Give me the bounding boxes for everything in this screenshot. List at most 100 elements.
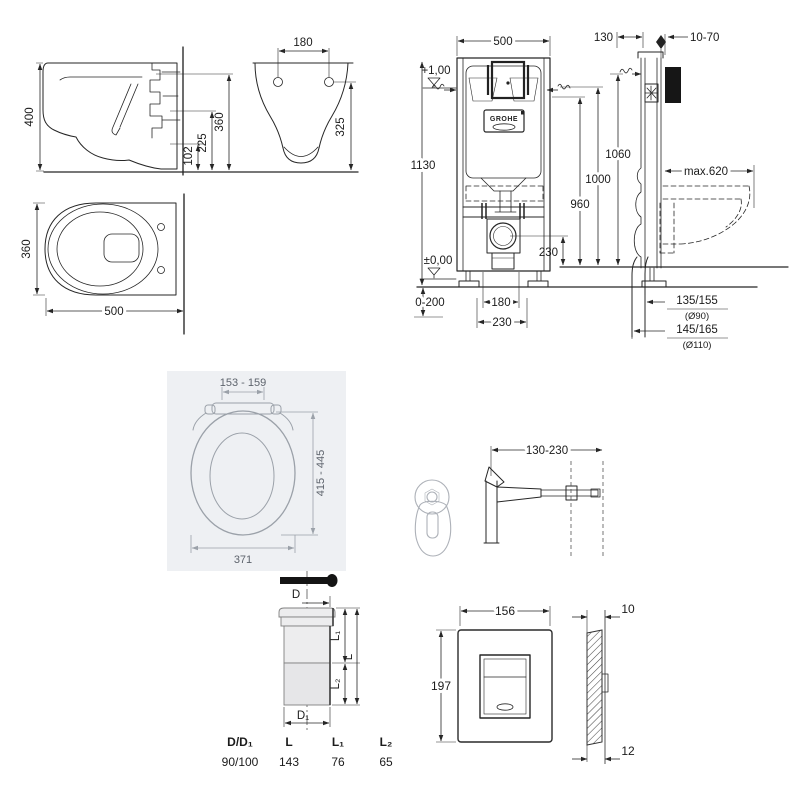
dim-drain1: 135/155 [676, 295, 718, 307]
dim-102: 102 [183, 146, 195, 165]
flush-plate-side-view: 10 12 [572, 602, 635, 764]
bracket-arm [496, 486, 542, 503]
dim-seat-hinge-range: 153 - 159 [220, 377, 266, 389]
table-value-l2: 65 [379, 755, 393, 769]
pipe-upper-body [283, 625, 331, 664]
table-value-l: 143 [279, 755, 299, 769]
dim-frame-height: 1130 [411, 160, 436, 172]
dim-1000: 1000 [585, 174, 611, 186]
table-header-dd1: D/D₁ [227, 735, 253, 749]
dim-225: 225 [197, 133, 209, 152]
dim-plate-width: 156 [495, 604, 515, 618]
flush-button-oval [496, 703, 514, 711]
pipe-seal-bar [280, 577, 329, 584]
dim-960: 960 [570, 199, 589, 211]
plate-section-hatched [586, 629, 603, 746]
level-mark-top: +1,00 [421, 65, 450, 77]
toilet-side-elevation: 400 102 225 360 [24, 46, 359, 176]
access-window [490, 60, 526, 100]
fixing-hole-left [273, 77, 283, 87]
table-header-l2: L₂ [380, 735, 393, 749]
dim-plate-bottom-gap: 12 [621, 744, 635, 758]
dim-pipe-l: L [343, 653, 355, 660]
flush-plate-front-view: 156 197 [428, 601, 553, 743]
toilet-plan-outline [44, 202, 177, 296]
dim-seat-length-range: 415 - 445 [315, 450, 327, 496]
connection-pipe-diagram: D D₁ L₁ L₂ L [278, 571, 360, 731]
dim-plan-width: 500 [104, 306, 123, 318]
rod-nut [565, 485, 578, 501]
cross-rail [462, 206, 545, 218]
dim-seat-width: 371 [234, 554, 252, 566]
seat-outer-ring [190, 410, 296, 536]
dim-outlet-height: 230 [539, 247, 558, 259]
frame-profile [644, 57, 662, 269]
dim-360: 360 [214, 112, 226, 131]
dim-frame-depth: 130 [594, 32, 613, 44]
level-symbol-top [422, 77, 457, 89]
level-symbol-zero [419, 267, 457, 280]
wall-face-marker [656, 35, 666, 49]
brand-logo: GROHE [490, 116, 518, 123]
finished-wall-block [665, 67, 681, 103]
dim-plate-top-gap: 10 [621, 602, 635, 616]
fixing-bolts [481, 203, 525, 219]
table-header-l: L [285, 735, 292, 749]
dim-fixing-spacing: 230 [492, 317, 511, 329]
dim-pipe-l1: L₁ [330, 631, 342, 641]
supply-squiggle-side [619, 67, 633, 74]
pipe-collar [278, 607, 336, 618]
brand-plate [483, 109, 525, 133]
fixing-hole-right [324, 77, 334, 87]
pipe-lower-body [283, 662, 331, 706]
table-value-l1: 76 [331, 755, 345, 769]
foot-plate-left [458, 280, 480, 288]
seat-panel-background [167, 371, 346, 571]
dim-bolt-spacing: 180 [491, 297, 510, 309]
seat-inner-ring [209, 432, 275, 520]
water-supply-arrow-right [557, 83, 571, 90]
table-header-l1: L₁ [332, 735, 344, 749]
bowl-ellipse [56, 211, 144, 287]
flush-plate-body [457, 629, 553, 743]
dim-1060: 1060 [605, 149, 631, 161]
dim-wall-range: 10-70 [690, 32, 719, 44]
dim-foot-range: 0-200 [415, 297, 444, 309]
toilet-rear-outline [254, 62, 349, 164]
toilet-rear-elevation: 180 325 [252, 37, 356, 171]
dim-drain1-dia: (Ø90) [685, 311, 709, 322]
flush-pipe [494, 190, 517, 213]
mounting-bracket [149, 62, 181, 139]
toilet-side-outline [42, 62, 178, 170]
keyhole-cover [414, 479, 450, 515]
wall-bracket-set: 130-230 [414, 442, 604, 557]
dim-toilet-height: 400 [24, 107, 36, 126]
outlet-shape [103, 233, 140, 263]
dim-drain2: 145/165 [676, 324, 718, 336]
dim-bracket-range: 130-230 [526, 445, 568, 457]
rim-ellipse [47, 203, 159, 295]
pipe-dimension-table: D/D₁ L L₁ L₂ 90/100 143 76 65 [222, 735, 393, 769]
dim-pipe-d1: D₁ [297, 710, 309, 722]
dim-hole-spacing: 180 [293, 37, 312, 49]
dim-pipe-l2: L₂ [330, 679, 342, 690]
seat-hinge-bar [211, 402, 275, 415]
future-toilet-dashed [659, 185, 751, 254]
drain-pipe [631, 256, 649, 338]
ceramic-outline-dashed [465, 185, 544, 202]
dim-rear-height: 325 [335, 117, 347, 136]
foot-plate-side [641, 280, 667, 288]
threaded-rod [540, 489, 599, 497]
dim-max-depth: max.620 [684, 166, 728, 178]
seat-dimension-panel: 153 - 159 415 - 445 371 [167, 371, 346, 571]
cistern-frame-front-view: 500 GROHE +1,00 ±0,00 [408, 33, 789, 332]
dim-frame-width: 500 [493, 36, 512, 48]
dim-pipe-d: D [292, 589, 300, 601]
dim-plate-height: 197 [431, 679, 451, 693]
star-fixing-icon [644, 85, 659, 101]
frame-outline [456, 57, 551, 272]
level-mark-zero: ±0,00 [424, 255, 453, 267]
flush-button-frame [479, 654, 531, 719]
